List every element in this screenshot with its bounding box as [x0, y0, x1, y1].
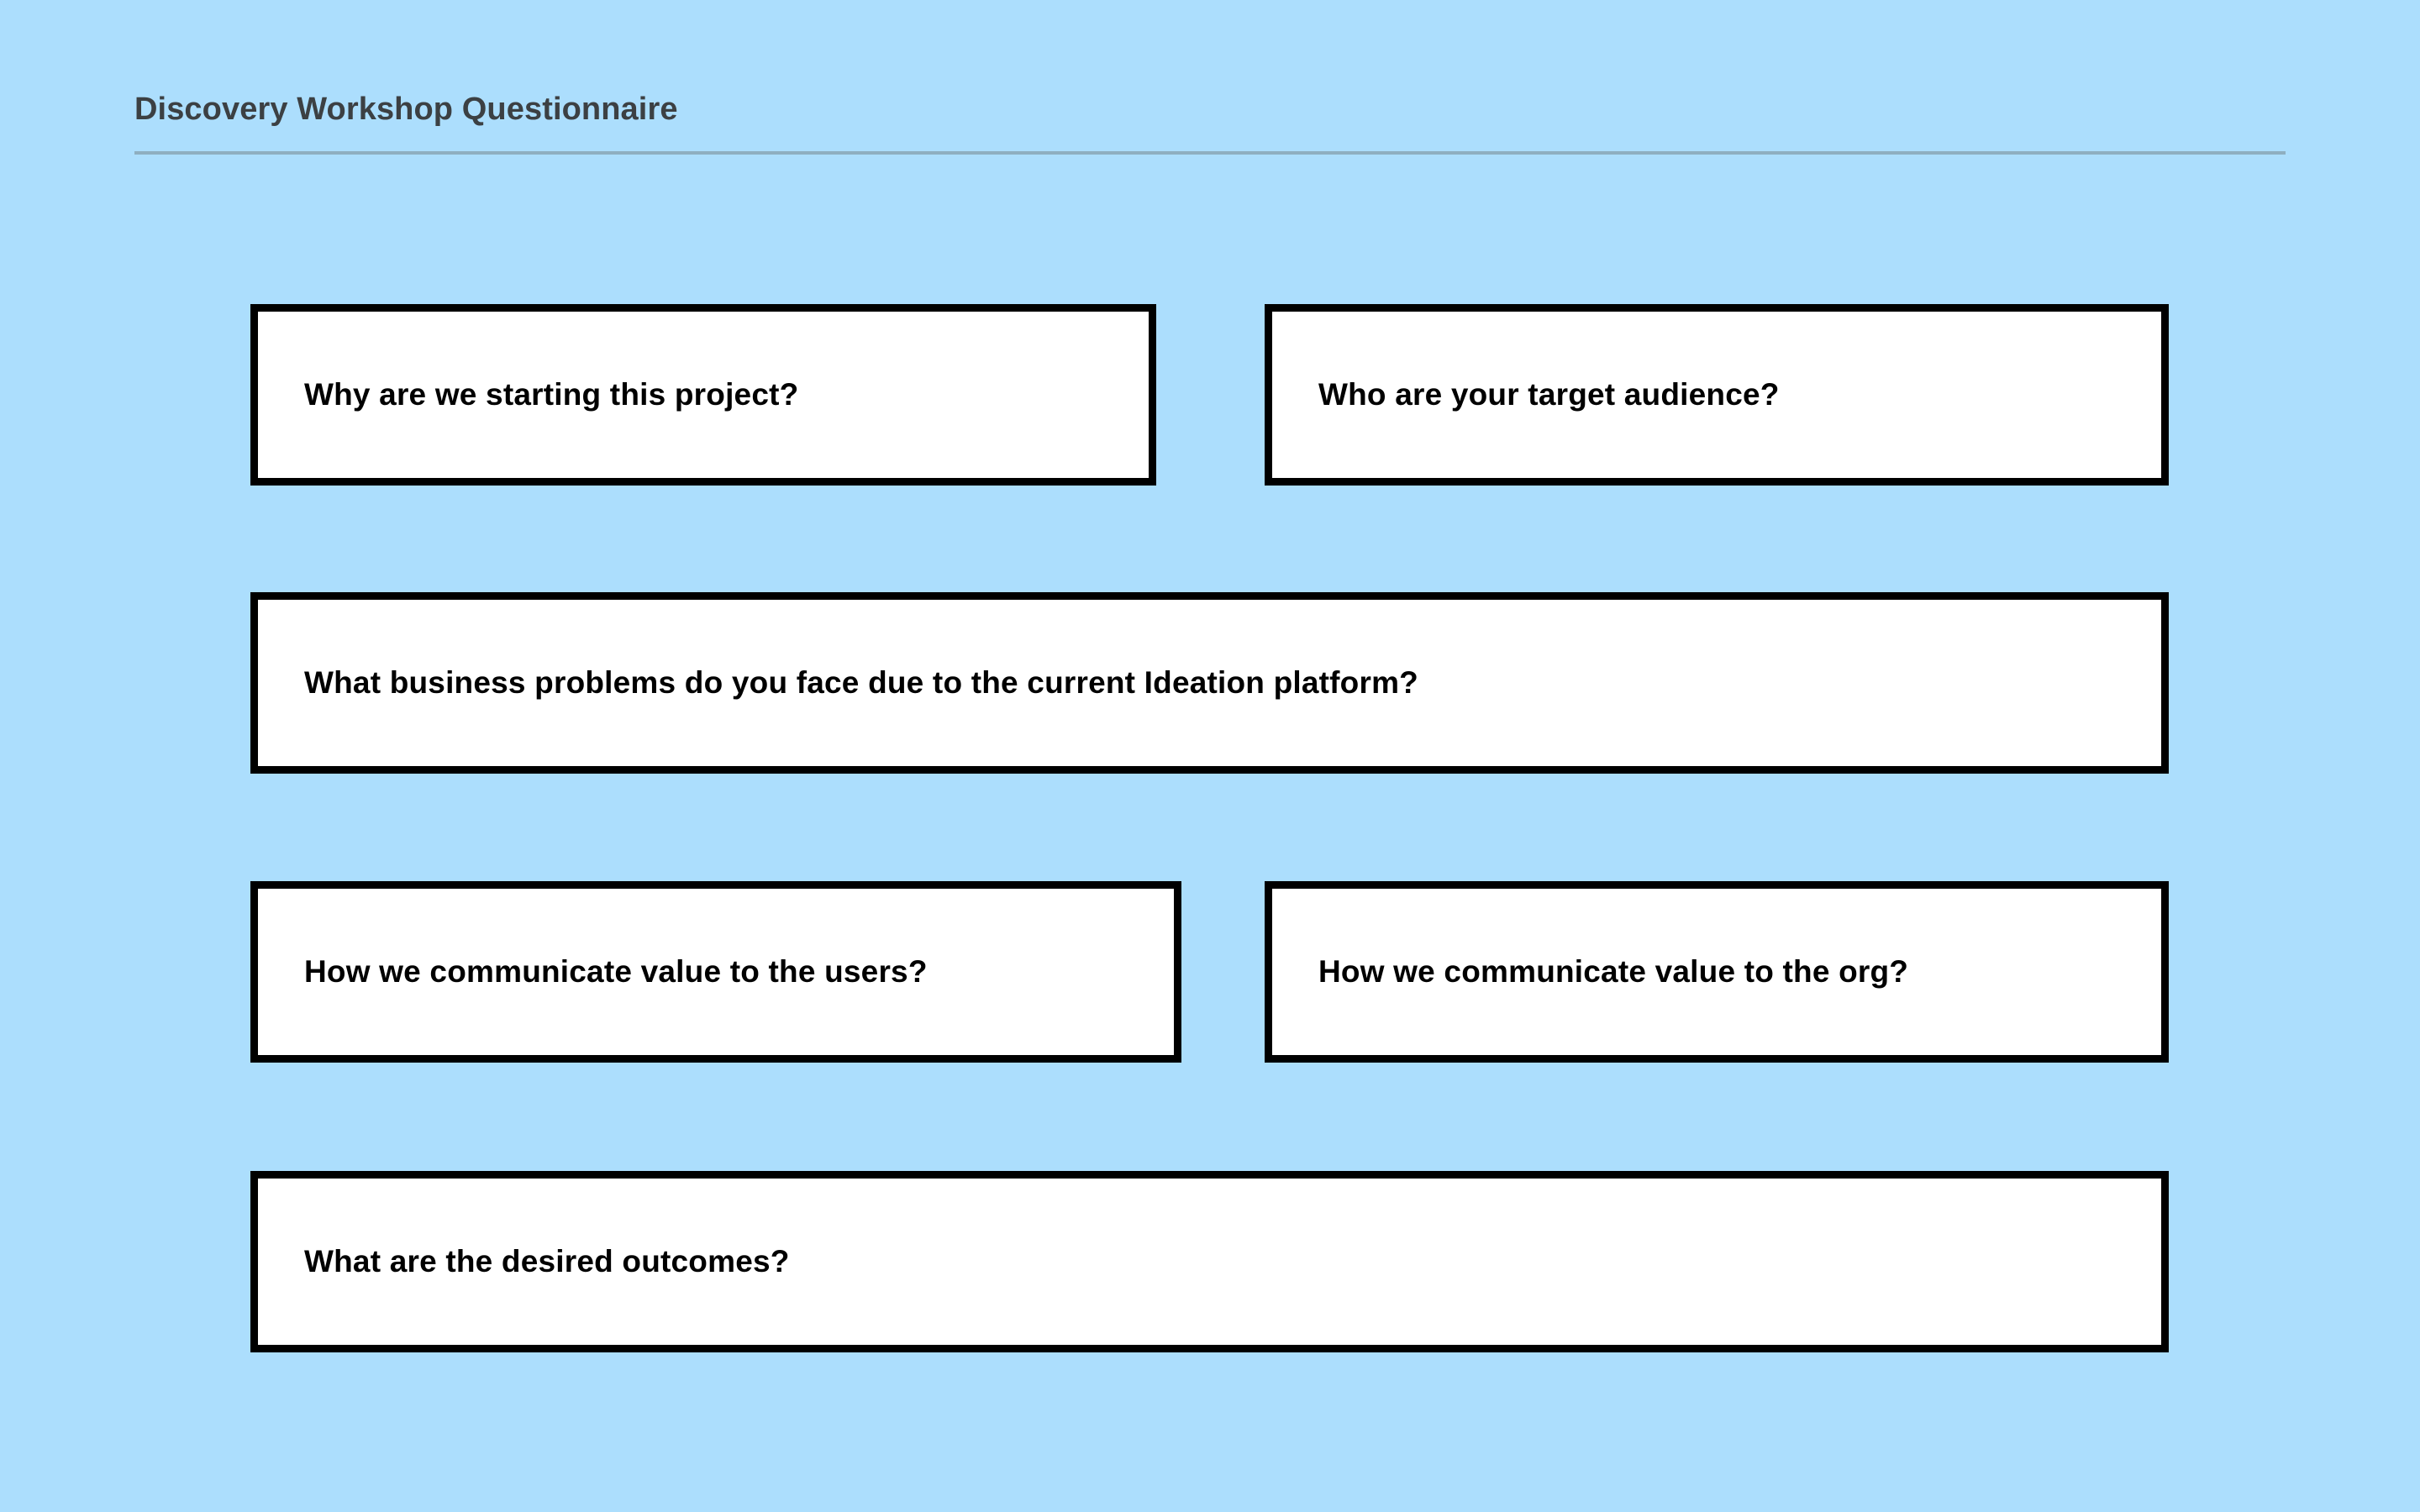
question-card-label: How we communicate value to the org? [1318, 953, 1909, 989]
page-title: Discovery Workshop Questionnaire [134, 92, 678, 127]
question-card-label: What business problems do you face due t… [304, 664, 1418, 700]
board-header: Discovery Workshop Questionnaire [134, 91, 2286, 155]
question-card-target-audience[interactable]: Who are your target audience? [1265, 304, 2169, 486]
question-card-label: Who are your target audience? [1318, 376, 1780, 412]
question-card-why-starting-project[interactable]: Why are we starting this project? [250, 304, 1156, 486]
question-card-business-problems[interactable]: What business problems do you face due t… [250, 592, 2169, 774]
question-card-value-to-users[interactable]: How we communicate value to the users? [250, 881, 1181, 1063]
question-card-desired-outcomes[interactable]: What are the desired outcomes? [250, 1171, 2169, 1352]
question-card-label: Why are we starting this project? [304, 376, 799, 412]
question-card-label: How we communicate value to the users? [304, 953, 928, 989]
title-divider [134, 150, 2286, 155]
question-card-value-to-org[interactable]: How we communicate value to the org? [1265, 881, 2169, 1063]
question-card-label: What are the desired outcomes? [304, 1243, 790, 1278]
